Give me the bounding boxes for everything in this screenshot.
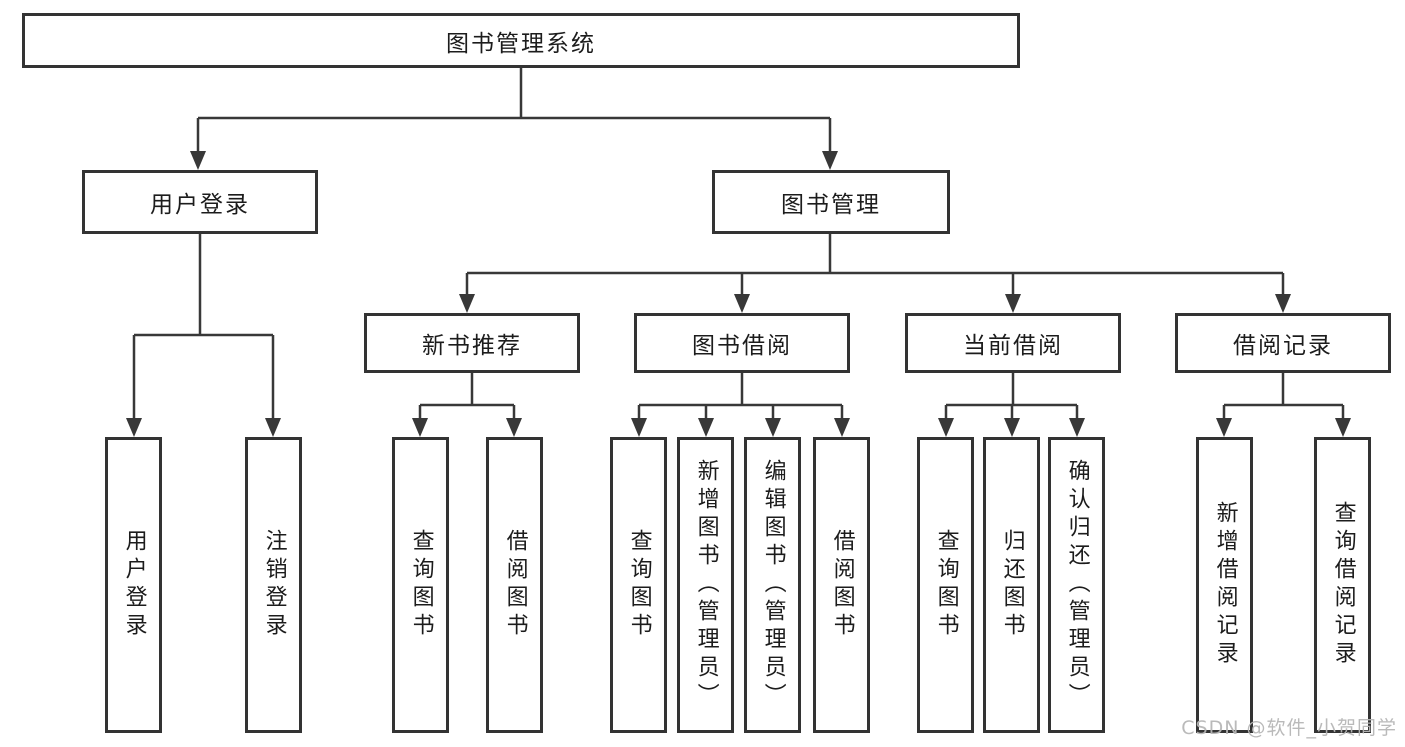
leaf-query-books-borrow: 查询图书 (610, 437, 667, 733)
node-user-login: 用户登录 (82, 170, 318, 234)
node-new-book-recommend: 新书推荐 (364, 313, 580, 373)
leaf-borrow-books-label: 借阅图书 (829, 529, 855, 641)
leaf-add-books-admin-label: 新增图书（管理员） (693, 459, 719, 711)
leaf-add-borrow-record: 新增借阅记录 (1196, 437, 1253, 733)
node-book-management-label: 图书管理 (781, 192, 881, 218)
node-root-system: 图书管理系统 (22, 13, 1020, 68)
leaf-user-login: 用户登录 (105, 437, 162, 733)
node-borrow-records: 借阅记录 (1175, 313, 1391, 373)
leaf-return-books: 归还图书 (983, 437, 1040, 733)
leaf-logout: 注销登录 (245, 437, 302, 733)
leaf-user-login-label: 用户登录 (121, 529, 147, 641)
leaf-query-books-recommend: 查询图书 (392, 437, 449, 733)
node-root-label: 图书管理系统 (446, 30, 596, 57)
node-borrow-records-label: 借阅记录 (1233, 333, 1333, 359)
node-current-borrow: 当前借阅 (905, 313, 1121, 373)
leaf-query-books-current-label: 查询图书 (933, 529, 959, 641)
leaf-add-books-admin: 新增图书（管理员） (677, 437, 734, 733)
leaf-logout-label: 注销登录 (261, 529, 287, 641)
leaf-query-books-recommend-label: 查询图书 (408, 529, 434, 641)
leaf-borrow-books-recommend-label: 借阅图书 (502, 529, 528, 641)
leaf-return-books-label: 归还图书 (999, 529, 1025, 641)
leaf-borrow-books: 借阅图书 (813, 437, 870, 733)
leaf-query-borrow-record-label: 查询借阅记录 (1330, 501, 1356, 669)
node-user-login-label: 用户登录 (150, 192, 250, 218)
leaf-confirm-return-admin-label: 确认归还（管理员） (1064, 459, 1090, 711)
leaf-borrow-books-recommend: 借阅图书 (486, 437, 543, 733)
leaf-query-books-current: 查询图书 (917, 437, 974, 733)
node-book-borrow: 图书借阅 (634, 313, 850, 373)
node-new-book-recommend-label: 新书推荐 (422, 333, 522, 359)
node-current-borrow-label: 当前借阅 (963, 333, 1063, 359)
leaf-edit-books-admin: 编辑图书（管理员） (744, 437, 801, 733)
leaf-add-borrow-record-label: 新增借阅记录 (1212, 501, 1238, 669)
leaf-query-borrow-record: 查询借阅记录 (1314, 437, 1371, 733)
node-book-borrow-label: 图书借阅 (692, 333, 792, 359)
leaf-edit-books-admin-label: 编辑图书（管理员） (760, 459, 786, 711)
leaf-confirm-return-admin: 确认归还（管理员） (1048, 437, 1105, 733)
leaf-query-books-borrow-label: 查询图书 (626, 529, 652, 641)
watermark: CSDN @软件_小贺同学 (1181, 717, 1397, 739)
node-book-management: 图书管理 (712, 170, 950, 234)
